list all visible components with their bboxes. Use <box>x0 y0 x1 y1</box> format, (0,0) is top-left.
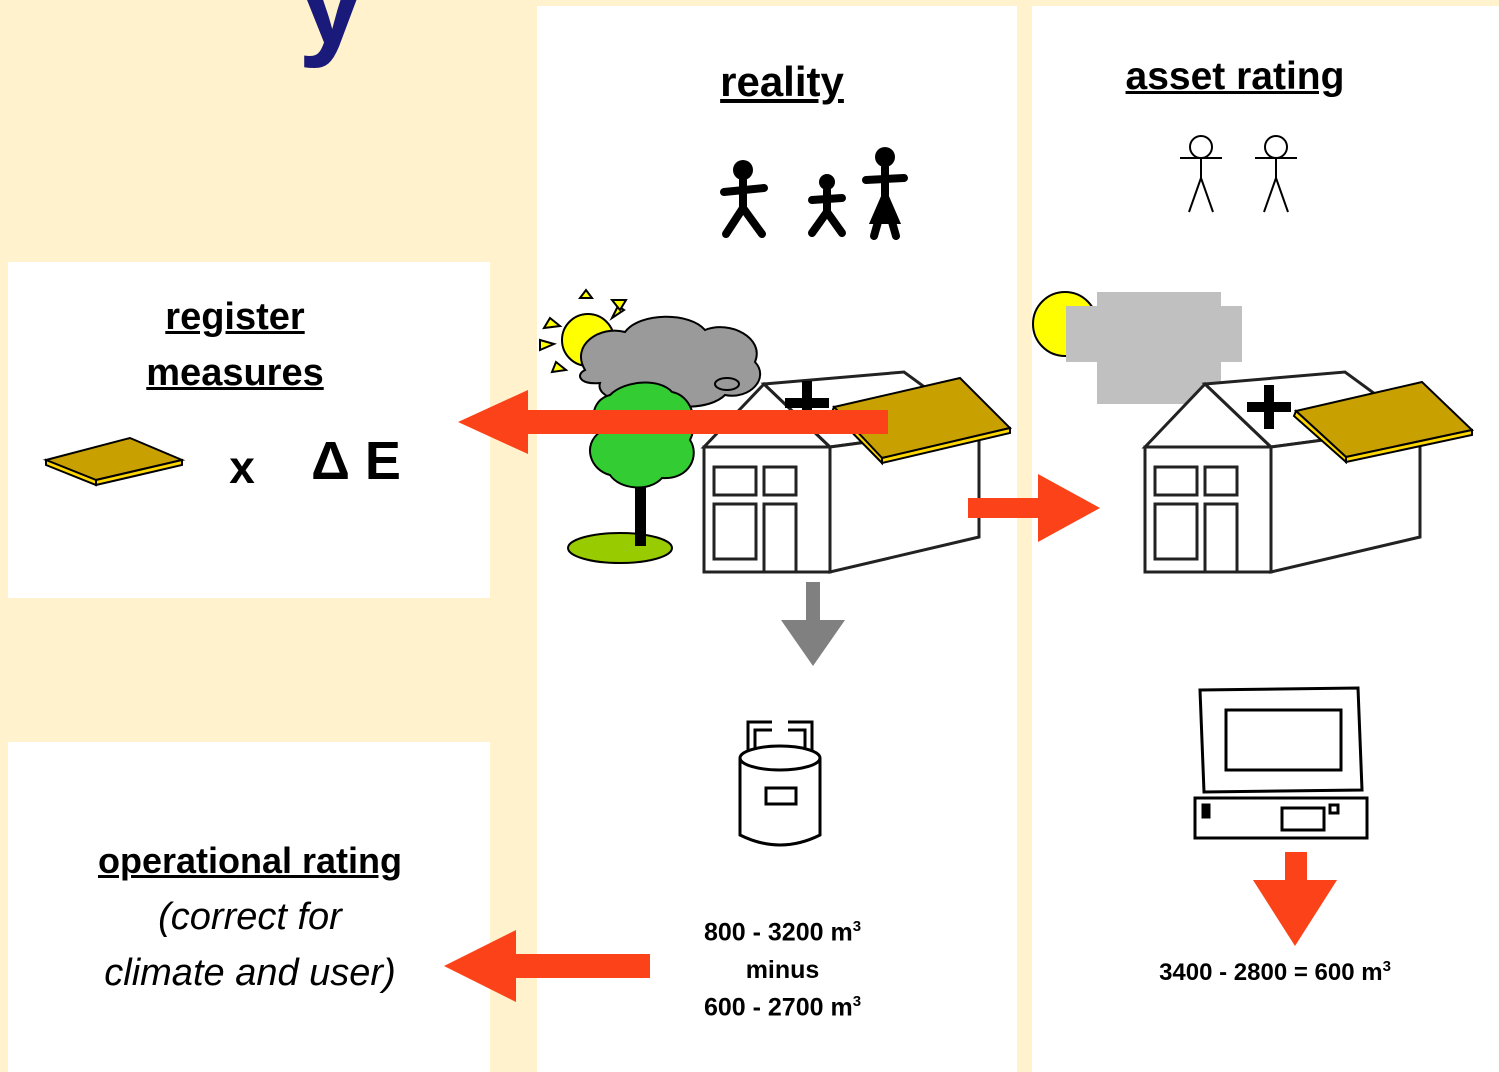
asset-calculation-text: 3400 - 2800 = 600 m <box>1159 959 1383 986</box>
register-measures-panel <box>8 262 490 598</box>
reality-value-line2: minus <box>745 956 820 984</box>
asset-rating-heading: asset rating <box>1125 55 1345 98</box>
register-heading-line2: measures <box>146 352 324 394</box>
computer-icon <box>1193 686 1369 840</box>
formula-x: x <box>229 441 255 493</box>
arrow-to-asset-value <box>1253 852 1337 946</box>
operational-rating-panel <box>8 742 490 1072</box>
reality-value-line3-sup: 3 <box>852 993 862 1010</box>
operational-note-line2: climate and user) <box>104 952 396 994</box>
stick-figures-icon <box>1180 135 1297 213</box>
family-icon <box>720 147 908 240</box>
gas-meter-icon <box>738 720 822 847</box>
reality-value-line1-sup: 3 <box>852 918 862 935</box>
register-heading-line1: register <box>165 296 305 338</box>
asset-calculation: 3400 - 2800 = 600 m3 <box>1090 958 1460 987</box>
title-fragment: y <box>298 0 365 69</box>
reality-value-line1: 800 - 3200 m3 <box>650 918 915 947</box>
operational-note-line1: (correct for <box>158 896 342 938</box>
insulation-slab-icon-register <box>42 436 186 487</box>
reality-value-line3-text: 600 - 2700 m <box>703 993 853 1022</box>
reality-value-line3: 600 - 2700 m3 <box>650 993 915 1022</box>
tree-icon <box>567 381 695 564</box>
insulation-slab-icon-asset <box>1292 380 1475 465</box>
operational-rating-heading: operational rating <box>97 840 403 881</box>
arrow-to-meter <box>781 582 845 666</box>
arrow-to-register <box>458 390 888 454</box>
reality-value-line1-text: 800 - 3200 m <box>703 918 853 947</box>
formula-delta-e: Δ E <box>311 431 401 491</box>
asset-calculation-sup: 3 <box>1382 958 1391 975</box>
plus-icon <box>785 381 1291 429</box>
reality-heading: reality <box>720 58 844 105</box>
asset-weather-icon <box>1032 291 1242 404</box>
cloud-icon <box>579 315 762 408</box>
arrow-to-asset <box>968 474 1100 542</box>
arrow-to-operational <box>444 930 650 1002</box>
